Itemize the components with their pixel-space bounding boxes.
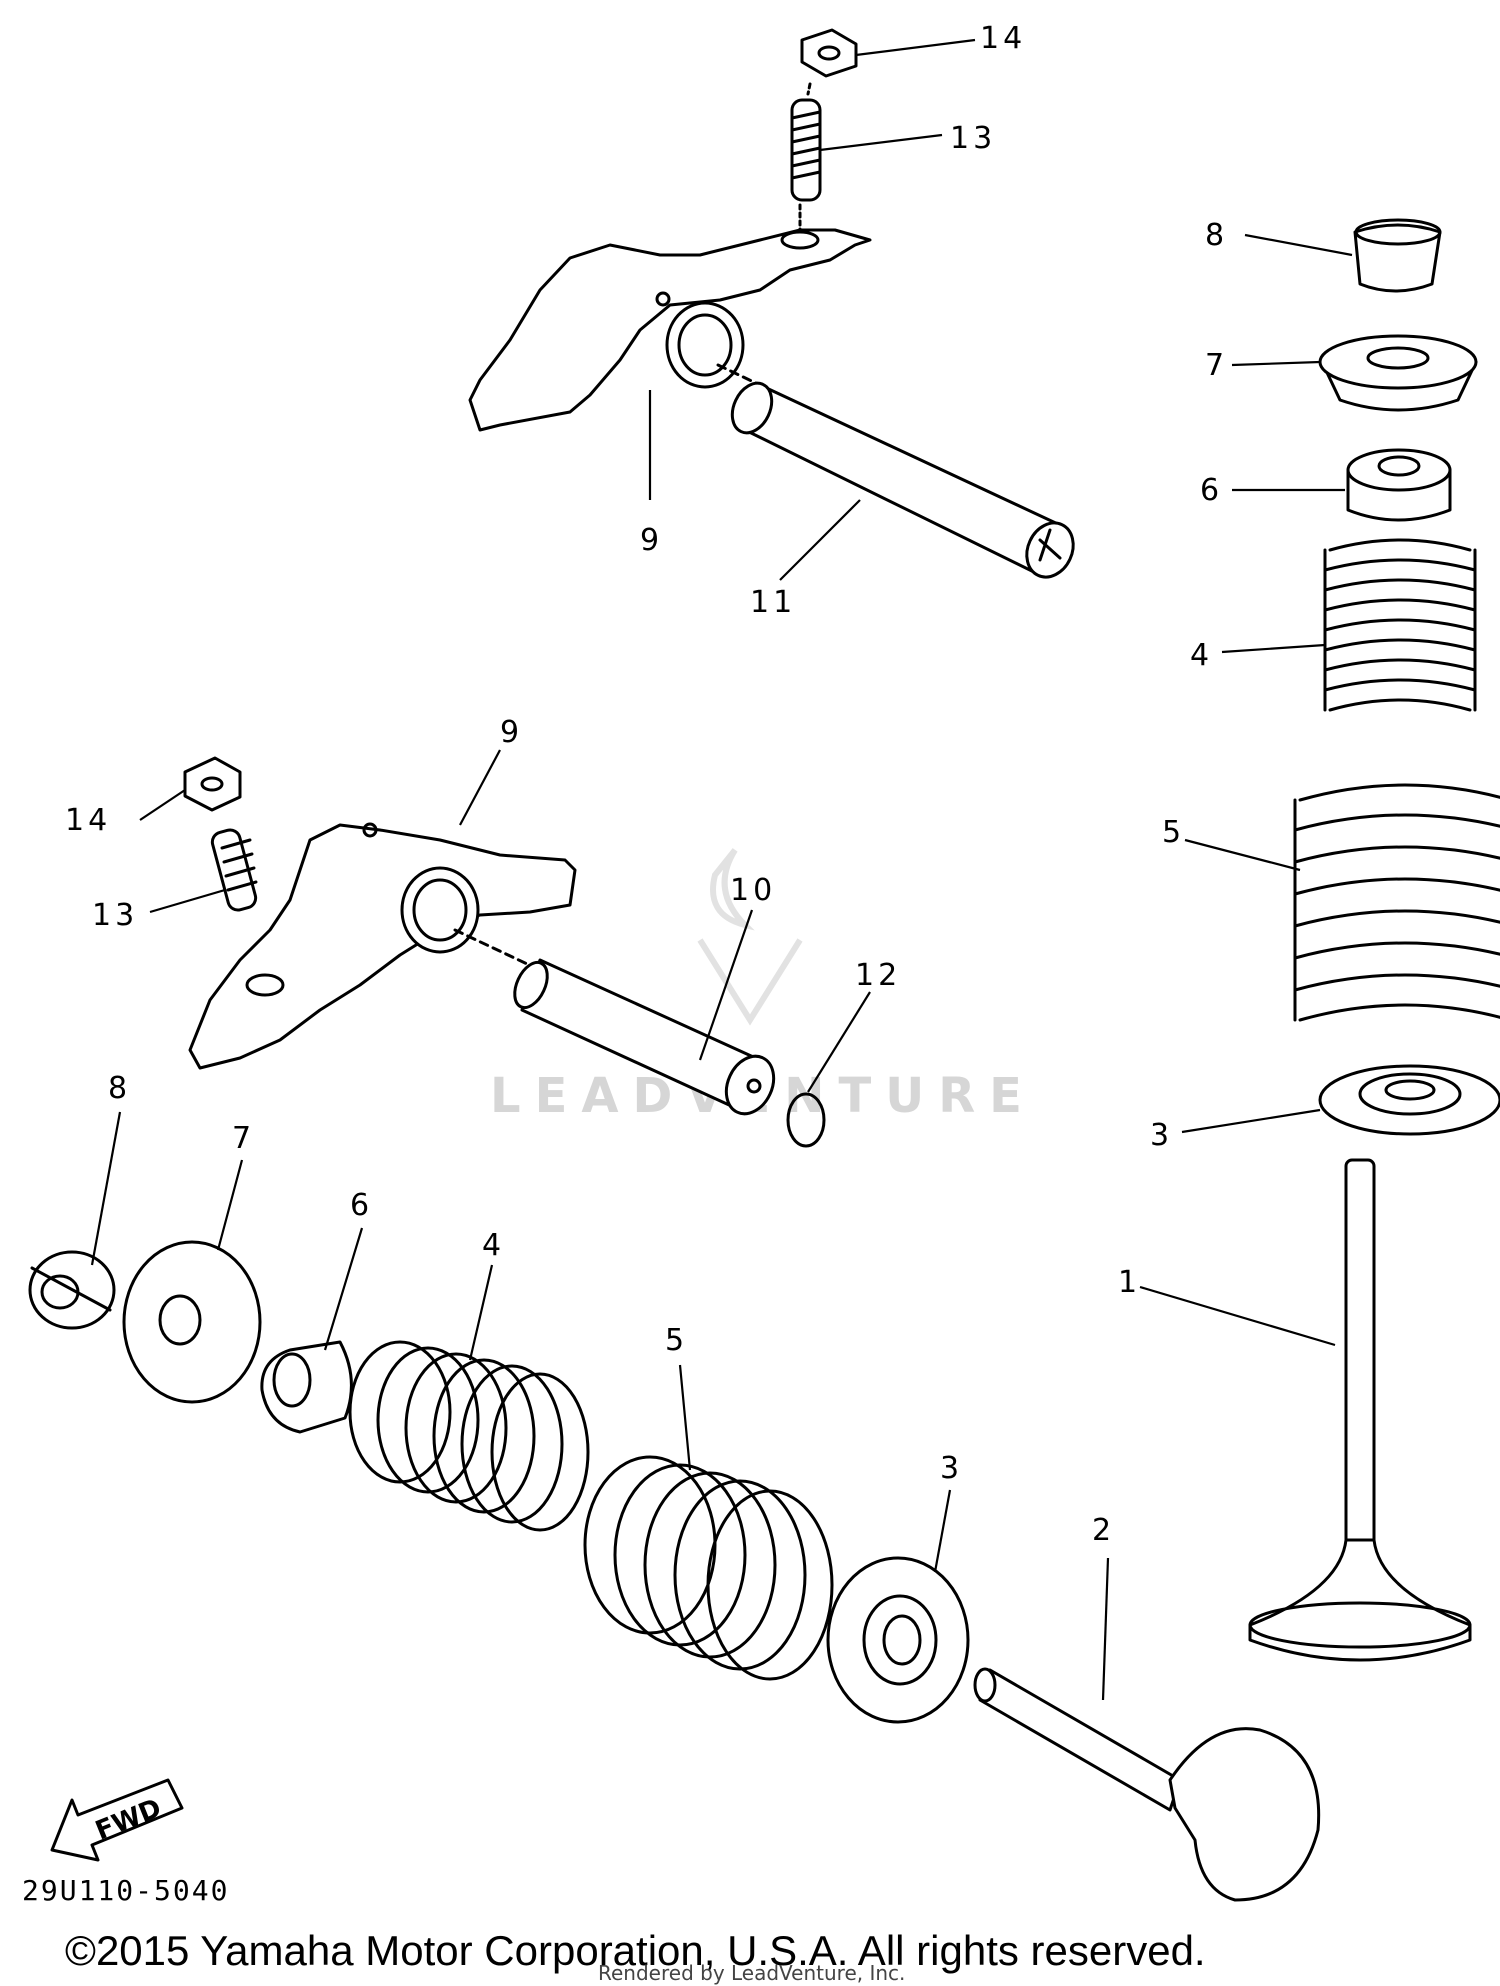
part-13-adjusting-screw-left[interactable] <box>210 828 258 913</box>
forward-arrow: FWD <box>50 1778 184 1862</box>
callout-3-right: 3 <box>1150 1118 1173 1153</box>
part-7-spring-retainer-left[interactable] <box>122 1240 262 1404</box>
callout-5-left: 5 <box>665 1323 688 1358</box>
callout-8-left: 8 <box>108 1071 131 1106</box>
watermark-logo <box>697 848 803 1026</box>
lower-rocker-arm-assembly <box>183 756 826 1148</box>
part-2-exhaust-valve[interactable] <box>973 1667 1321 1902</box>
copyright-notice: ©2015 Yamaha Motor Corporation, U.S.A. A… <box>65 1927 1206 1974</box>
part-9-rocker-arm-top[interactable] <box>468 228 872 432</box>
part-11-rocker-shaft-upper[interactable] <box>716 363 1082 585</box>
callout-6-right: 6 <box>1200 473 1223 508</box>
callout-14-left: 14 <box>65 803 111 838</box>
part-14-nut-top[interactable] <box>800 28 858 78</box>
part-6-spring-seat-left[interactable] <box>260 1340 353 1434</box>
part-4-inner-spring-right[interactable] <box>1323 538 1477 712</box>
part-3-valve-stem-seal-seat-right[interactable] <box>1318 1064 1500 1136</box>
callout-13-left: 13 <box>92 898 138 933</box>
part-8-valve-cotter-right[interactable] <box>1353 218 1442 293</box>
callout-7-left: 7 <box>232 1121 255 1156</box>
callout-4-right: 4 <box>1190 638 1213 673</box>
callout-13-top: 13 <box>950 121 996 156</box>
callout-5-right: 5 <box>1162 815 1185 850</box>
part-14-nut-left[interactable] <box>183 756 242 812</box>
bottom-valve-stack <box>28 1240 1321 1902</box>
part-4-inner-spring-left[interactable] <box>348 1340 590 1532</box>
upper-rocker-arm-assembly <box>468 28 1082 585</box>
callout-labels: 14 13 8 7 6 9 11 4 9 14 13 10 12 5 8 7 6… <box>65 21 1228 1548</box>
part-10-rocker-shaft-lower[interactable] <box>453 928 783 1121</box>
part-9-rocker-arm-lower[interactable] <box>188 822 577 1070</box>
part-13-adjusting-screw-top[interactable] <box>790 82 822 242</box>
callout-1: 1 <box>1118 1265 1141 1300</box>
diagram-code: 29U110-5040 <box>22 1874 229 1907</box>
leader-lines <box>90 38 1353 1701</box>
callout-3-left: 3 <box>940 1451 963 1486</box>
callout-8-right: 8 <box>1205 218 1228 253</box>
part-6-spring-seat-right[interactable] <box>1346 448 1452 522</box>
callout-4-left: 4 <box>482 1228 505 1263</box>
callout-14-top: 14 <box>980 21 1026 56</box>
callout-7-right: 7 <box>1205 348 1228 383</box>
part-1-intake-valve[interactable] <box>1248 1158 1472 1662</box>
callout-10: 10 <box>730 873 776 908</box>
rendered-by-notice: Rendered by LeadVenture, Inc. <box>598 1961 905 1985</box>
callout-9-mid: 9 <box>500 715 523 750</box>
callout-9-top: 9 <box>640 523 663 558</box>
right-valve-stack <box>1248 218 1500 1662</box>
callout-2: 2 <box>1092 1513 1115 1548</box>
part-5-outer-spring-right[interactable] <box>1293 783 1500 1022</box>
part-3-valve-spring-seat-left[interactable] <box>826 1556 970 1724</box>
callout-6-left: 6 <box>350 1188 373 1223</box>
callout-11: 11 <box>750 585 796 620</box>
callout-12: 12 <box>855 958 901 993</box>
part-12-o-ring[interactable] <box>786 1092 826 1148</box>
part-7-spring-retainer-right[interactable] <box>1318 334 1478 412</box>
part-5-outer-spring-left[interactable] <box>583 1455 834 1681</box>
part-8-valve-cotter-left[interactable] <box>28 1250 116 1330</box>
